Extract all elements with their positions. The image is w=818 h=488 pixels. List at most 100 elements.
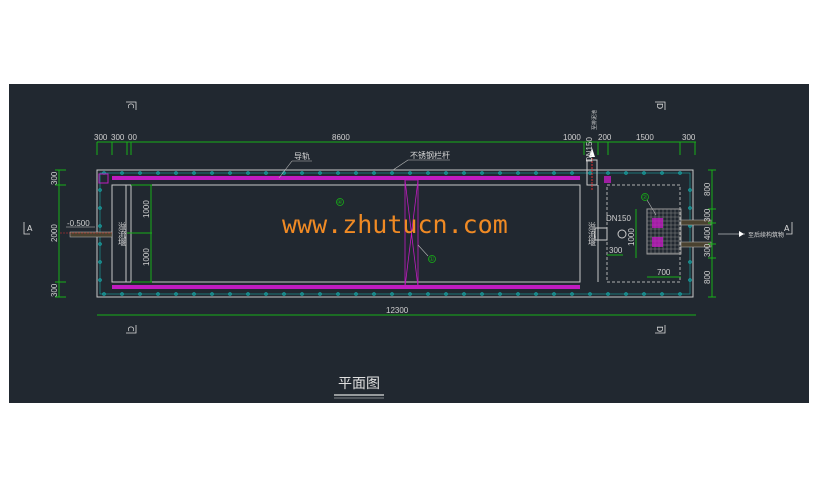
dim-chamber-1000: 1000 [627,228,636,246]
dim-top: 200 [598,133,612,142]
perimeter-dot [624,171,628,175]
perimeter-dot [516,292,520,296]
perimeter-dot [102,292,106,296]
perimeter-dot [120,171,124,175]
perimeter-dot [688,278,692,282]
dim-right: 300 [703,208,712,222]
perimeter-dot [336,171,340,175]
dim-top: 00 [128,133,137,142]
perimeter-dot [192,171,196,175]
perimeter-dot [498,292,502,296]
outlet-top-label: 至排泥池 [591,110,598,130]
perimeter-dot [138,171,142,175]
perimeter-dot [98,188,102,192]
weir-right-label: 溢流堰 [588,221,597,246]
perimeter-dot [192,292,196,296]
perimeter-dot [354,171,358,175]
perimeter-dot [642,292,646,296]
railing-label: 不锈钢栏杆 [410,150,450,160]
inlet-pipe [60,226,113,238]
perimeter-dot [688,260,692,264]
section-a-right: A [784,224,790,233]
perimeter-dot [156,292,160,296]
dim-left: 300 [50,171,59,185]
perimeter-dot [138,292,142,296]
perimeter-dot [98,224,102,228]
dim-bottom: 12300 [386,306,409,315]
perimeter-dot [552,292,556,296]
perimeter-dot [624,292,628,296]
section-d-bottom: D [655,326,664,332]
perimeter-dot [390,171,394,175]
dim-left: 2000 [50,224,59,242]
weir-left-label: 溢流堰 [118,221,127,246]
perimeter-dot [120,292,124,296]
perimeter-dot [688,188,692,192]
dim-right: 800 [703,182,712,196]
perimeter-dot [300,171,304,175]
perimeter-dot [336,292,340,296]
leader-lines [278,148,745,257]
perimeter-dot [660,171,664,175]
perimeter-dot [678,292,682,296]
perimeter-dot [552,171,556,175]
perimeter-dot [264,292,268,296]
marker-1: ① [429,256,434,263]
perimeter-dot [372,171,376,175]
section-c-top: C [126,103,135,109]
perimeter-dot [408,171,412,175]
perimeter-dot [480,171,484,175]
dim-screen-700: 700 [657,268,671,277]
perimeter-dot [642,171,646,175]
watermark: www.zhutucn.com [282,210,508,239]
perimeter-dot [98,260,102,264]
perimeter-dot [678,171,682,175]
perimeter-dot [98,206,102,210]
marker-2: ② [642,194,647,201]
perimeter-dot [498,171,502,175]
perimeter-dot [480,292,484,296]
drawing-title: 平面图 [338,376,380,392]
perimeter-dot [228,171,232,175]
section-mark-brackets [23,101,793,334]
perimeter-dot [588,171,592,175]
dim-top: 300 [111,133,125,142]
perimeter-dot [264,171,268,175]
perimeter-dot [390,292,394,296]
perimeter-dot [688,206,692,210]
perimeter-dot [98,278,102,282]
perimeter-dot [534,292,538,296]
perimeter-dot [210,171,214,175]
section-a-left: A [27,224,33,233]
dim-right: 300 [703,243,712,257]
perimeter-dot [588,292,592,296]
perimeter-dot [228,292,232,296]
perimeter-dot [444,171,448,175]
pipe-right-label: DN150 [606,214,631,223]
guide-rails [98,173,611,289]
perimeter-dot [462,292,466,296]
dim-chamber-300: 300 [609,246,623,255]
perimeter-dot [246,292,250,296]
dim-left: 300 [50,283,59,297]
dim-inner: 1000 [142,248,151,266]
perimeter-dot [408,292,412,296]
perimeter-dot [282,292,286,296]
perimeter-dot [372,292,376,296]
perimeter-dot [246,171,250,175]
perimeter-dot [660,292,664,296]
perimeter-dot [174,171,178,175]
dimension-lines [55,141,716,316]
perimeter-dot [570,292,574,296]
perimeter-dot [444,292,448,296]
section-d-top: D [655,103,664,109]
perimeter-dot [98,242,102,246]
canvas [9,84,809,403]
perimeter-dot [534,171,538,175]
perimeter-dot [606,171,610,175]
perimeter-dot [570,171,574,175]
dim-top: 8600 [332,133,350,142]
stainless-railing [404,179,419,288]
dim-top: 300 [94,133,108,142]
